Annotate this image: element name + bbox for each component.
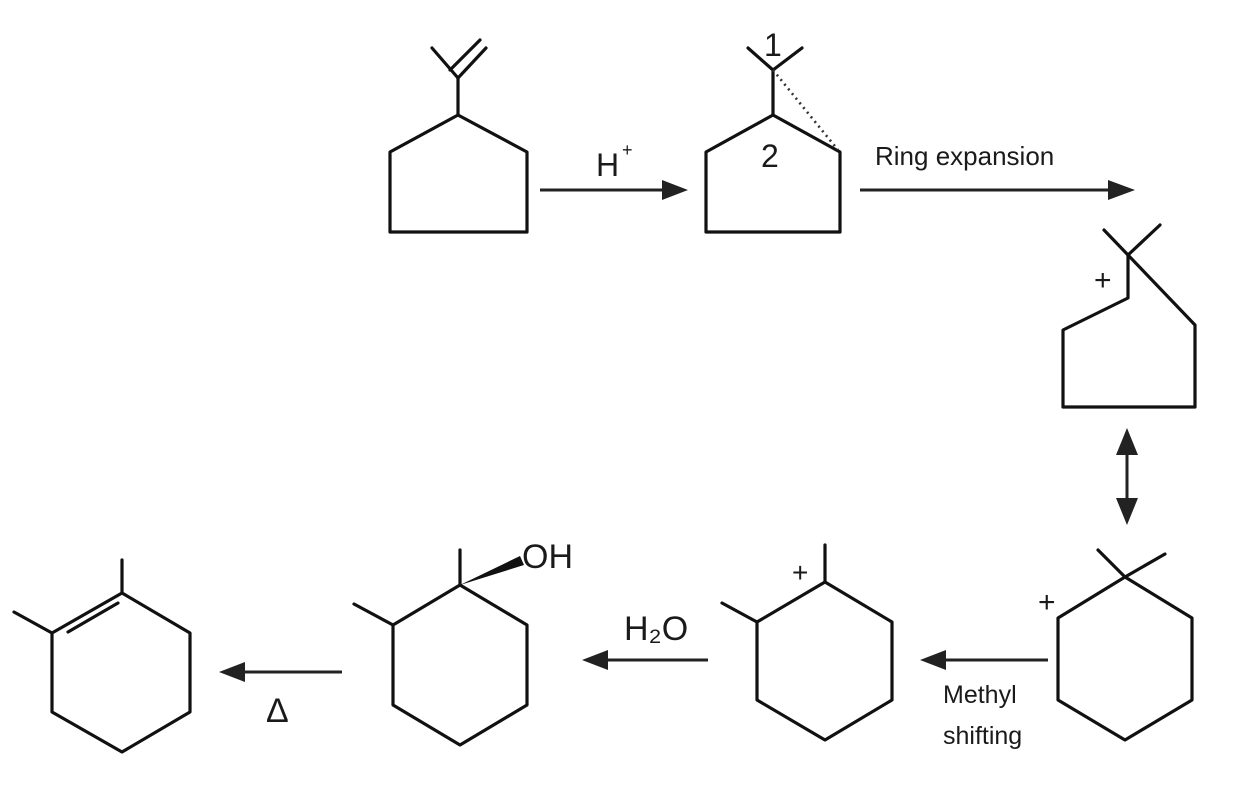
wedge-bond — [460, 556, 524, 585]
carbon-2-label: 2 — [761, 138, 779, 174]
methyl-shift-label-1: Methyl — [943, 681, 1017, 709]
methyl-shift-arrow — [920, 650, 1048, 670]
ring-expansion-arrow — [860, 180, 1135, 200]
heat-label: Δ — [266, 692, 289, 730]
expanded-carbocation — [1061, 223, 1197, 409]
water-label: H₂O — [624, 610, 688, 648]
ring-expansion-label: Ring expansion — [875, 141, 1054, 171]
tertiary-carbocation — [704, 46, 842, 234]
protonation-charge: + — [622, 140, 633, 160]
dimethyl-cyclohexyl-cation — [720, 543, 894, 742]
resonance-arrow — [1116, 428, 1138, 525]
cyclohexyl-cation — [1056, 548, 1194, 742]
starting-alkene — [388, 38, 529, 234]
carbon-1-label: 1 — [764, 27, 782, 63]
dehydration-arrow — [219, 662, 342, 682]
hydration-arrow — [582, 650, 708, 670]
protonation-arrow — [540, 180, 688, 200]
cation-charge-5: + — [792, 557, 808, 588]
hydroxyl-label: OH — [522, 538, 573, 576]
dimethylcyclohexanol — [352, 548, 529, 747]
protonation-label: H — [596, 147, 619, 183]
methyl-shift-label-2: shifting — [943, 722, 1022, 750]
cation-charge-3: + — [1094, 264, 1112, 297]
dimethylcyclohexene-product — [12, 558, 192, 754]
cation-charge-4: + — [1038, 586, 1056, 619]
